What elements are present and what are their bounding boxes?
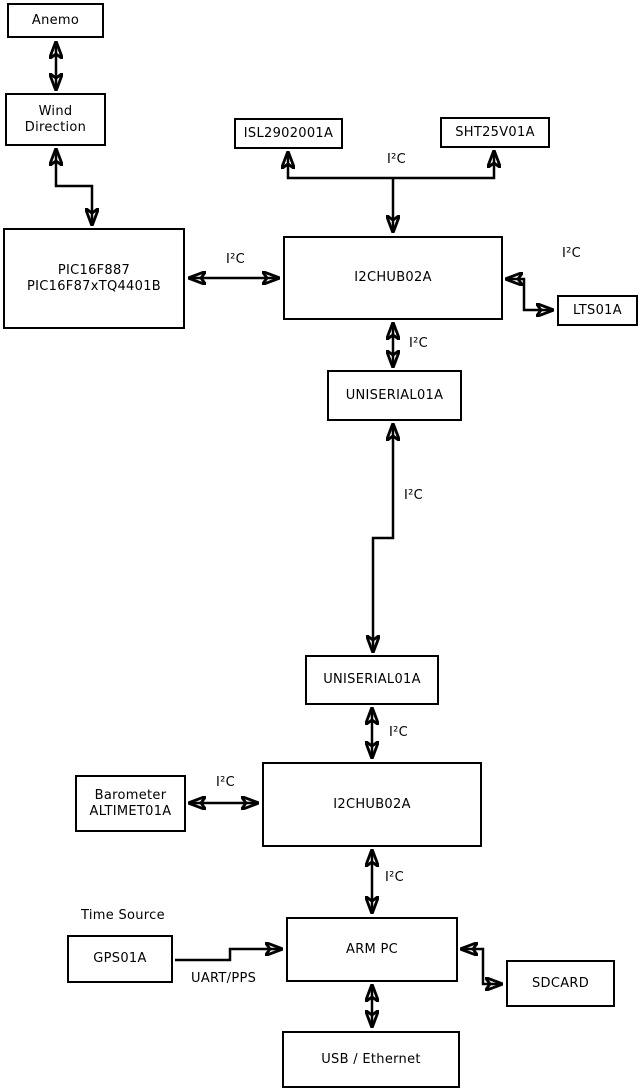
node-anemo: Anemo [7,3,104,38]
node-sdcard: SDCARD [506,960,615,1007]
edge-uniserial1-uniserial2 [373,423,393,653]
edge-hub1-lts [505,279,554,310]
label-i2c-hub1-uniserial1: I²C [409,336,429,351]
label-i2c-hub2-armpc: I²C [385,870,405,885]
label-i2c-hub1-lts: I²C [562,246,582,261]
node-isl2902001a: ISL2902001A [234,118,343,149]
node-barometer-altimet01a: Barometer ALTIMET01A [75,775,186,832]
node-pic16f887: PIC16F887 PIC16F87xTQ4401B [3,228,185,329]
label-i2c-uniserial2-hub2: I²C [389,725,409,740]
node-lts01a: LTS01A [557,295,638,326]
node-wind-direction: Wind Direction [5,93,106,146]
edge-isl-sht-bus [288,150,494,180]
edge-gps-armpc [175,949,283,962]
label-i2c-uniserial-link: I²C [404,488,424,503]
node-arm-pc: ARM PC [286,917,458,982]
node-i2chub02a-2: I2CHUB02A [262,762,482,847]
node-usb-ethernet: USB / Ethernet [282,1031,460,1088]
edge-armpc-sdcard [460,949,503,984]
label-i2c-pic-hub1: I²C [226,252,246,267]
node-sht25v01a: SHT25V01A [440,117,550,148]
label-i2c-sensor-bus: I²C [387,152,407,167]
node-uniserial01a-1: UNISERIAL01A [327,370,462,421]
label-i2c-barometer-hub2: I²C [216,775,236,790]
node-i2chub02a-1: I2CHUB02A [283,236,503,320]
node-uniserial01a-2: UNISERIAL01A [305,655,439,705]
label-time-source: Time Source [81,908,165,923]
label-uart-pps: UART/PPS [191,971,257,986]
node-gps01a: GPS01A [67,935,173,983]
edge-wind-pic [56,148,92,226]
